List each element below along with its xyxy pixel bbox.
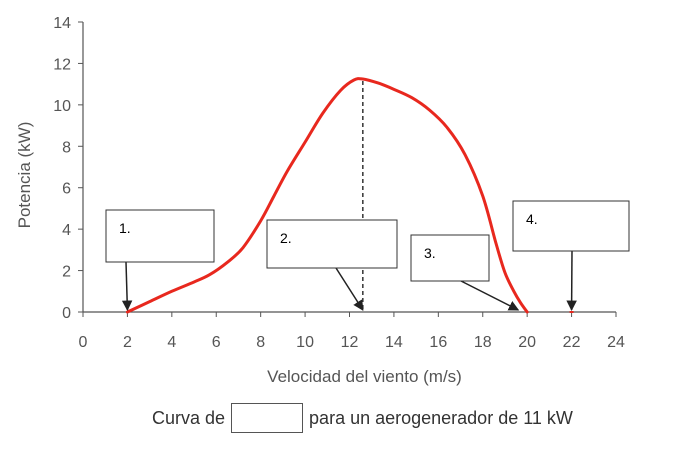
y-tick-label: 6 — [62, 181, 71, 198]
x-tick-label: 14 — [385, 334, 403, 351]
annotation-box — [105, 209, 215, 263]
x-tick-label: 6 — [212, 334, 221, 351]
y-tick-label: 4 — [62, 222, 71, 239]
y-tick-label: 0 — [62, 305, 71, 322]
annotation-box — [266, 219, 398, 269]
caption-text-before: Curva de — [152, 407, 226, 428]
x-tick-label: 4 — [167, 334, 176, 351]
caption-blank-box — [231, 403, 304, 433]
annotation-boxes: 1. 2. 3. 4. — [105, 200, 630, 313]
x-axis-title: Velocidad del viento (m/s) — [267, 367, 462, 386]
x-tick-label: 12 — [341, 334, 359, 351]
annotation-arrow — [121, 261, 133, 312]
y-tick-label: 2 — [62, 264, 71, 281]
annotation-label: 3. — [424, 245, 436, 261]
annotation-label: 4. — [526, 211, 538, 227]
annotation-box — [410, 234, 490, 282]
annotation-arrow — [335, 267, 364, 311]
x-tick-label: 18 — [474, 334, 492, 351]
y-tick-label: 8 — [62, 139, 71, 156]
power-curve-line — [125, 77, 529, 314]
annotation-4: 4. — [512, 200, 630, 312]
x-tick-label: 2 — [123, 334, 132, 351]
y-tick-label: 14 — [53, 15, 71, 32]
y-axis-title: Potencia (kW) — [15, 122, 34, 229]
caption-text-after: para un aerogenerador de 11 kW — [309, 407, 573, 428]
x-tick-label: 10 — [296, 334, 314, 351]
annotation-box — [512, 200, 630, 252]
y-tick-label: 12 — [53, 56, 71, 73]
annotation-2: 2. — [266, 219, 398, 311]
x-tick-label: 8 — [256, 334, 265, 351]
annotation-arrow — [460, 280, 520, 311]
y-tick-label: 10 — [53, 98, 71, 115]
annotation-label: 2. — [280, 230, 292, 246]
annotation-1: 1. — [105, 209, 215, 312]
x-tick-label: 0 — [79, 334, 88, 351]
y-axis-ticks: 0 2 4 6 8 10 12 14 — [53, 15, 83, 322]
x-tick-label: 20 — [518, 334, 536, 351]
x-tick-label: 24 — [607, 334, 625, 351]
annotation-3: 3. — [410, 234, 520, 311]
x-tick-label: 16 — [429, 334, 447, 351]
figure-caption: Curva de para un aerogenerador de 11 kW — [152, 402, 573, 434]
x-tick-label: 22 — [563, 334, 581, 351]
annotation-label: 1. — [119, 220, 131, 236]
